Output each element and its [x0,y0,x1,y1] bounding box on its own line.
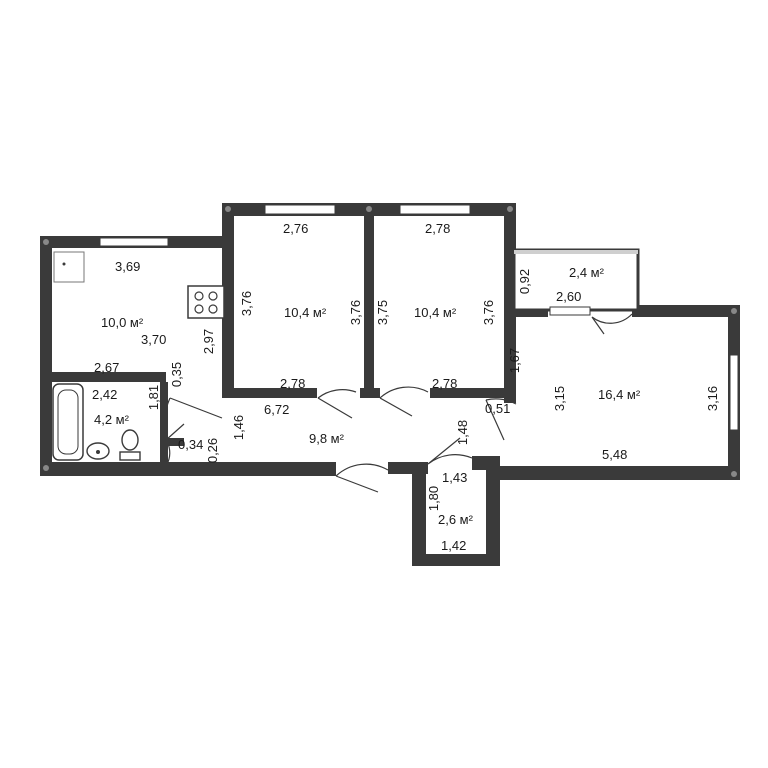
bed2-right-dim: 3,76 [481,299,497,326]
hall-left-dim: 1,46 [231,414,247,441]
balcony-left-dim: 0,92 [517,268,533,295]
storage-top-dim: 1,43 [442,470,468,485]
door-storage [427,437,473,465]
door-balcony [591,313,633,335]
balcony-bottom-dim: 2,60 [556,289,582,304]
kitchen-area: 10,0 м² [101,315,144,330]
marker-5 [43,465,49,471]
kitchen-bottom-dim: 2,67 [94,360,120,375]
wall-bed1-bottom [222,388,317,398]
wall-kitchen-bottom [40,372,166,382]
wall-storage-right [486,462,500,566]
wall-storage-left [412,462,426,566]
bathtub-body [52,383,84,461]
door-bathroom [165,423,185,463]
storage-area: 2,6 м² [438,512,473,527]
hall-area: 9,8 м² [309,431,344,446]
marker-6 [731,308,737,314]
wall-kitchen-left [40,236,52,476]
door-entrance [335,463,389,493]
bed1-area: 10,4 м² [284,305,327,320]
burner-4 [208,304,218,314]
bed2-bottom-dim: 2,78 [432,376,458,391]
doors [164,313,633,493]
burner-1 [194,291,204,301]
window-bed1 [264,204,336,215]
wall-living-left [504,305,516,403]
sink-body [53,251,85,283]
kitchen-right-dim: 2,97 [201,328,217,355]
marker-3 [507,206,513,212]
kitchen-depth-dim: 3,70 [141,332,167,347]
door-bed1 [317,389,357,419]
door-kitchen [164,397,223,441]
bed1-left-dim: 3,76 [239,290,255,317]
living-inner-dim: 3,15 [552,385,568,412]
bath-area: 4,2 м² [94,412,129,427]
wall-bedrooms-partition [364,203,374,398]
wall-bath-right [160,382,168,462]
storage-left-dim: 1,80 [426,485,442,512]
wall-hall-bottom-left [40,462,336,476]
kitchen-top-dim: 3,69 [115,259,141,274]
wall-bath-stub [160,438,184,446]
bed1-top-dim: 2,76 [283,221,309,236]
stove-body [187,285,225,319]
hall-b-dim: 0,26 [205,437,221,464]
hall-top-dim: 6,72 [264,402,290,417]
washbasin [86,442,110,460]
kitchen-sink [53,251,85,283]
wall-storage-bottom [412,554,500,566]
wall-bed1-left [222,203,234,398]
bed1-right-dim: 3,76 [348,299,364,326]
bed2-left-dim: 3,75 [375,299,391,326]
window-bed2 [399,204,471,215]
sink-drain [62,262,66,266]
hall-a-dim: 0,34 [178,437,204,452]
living-left-dim: 1,67 [507,347,523,374]
hall-right-dim: 1,48 [455,419,471,446]
window-kitchen [99,237,169,247]
balcony-rail [514,250,638,254]
living-bottom-dim: 5,48 [602,447,628,462]
burner-2 [208,291,218,301]
door-bed2 [379,386,429,417]
bath-side-dim: 1,81 [146,384,162,411]
stove [187,285,225,319]
wall-living-top-right [632,305,740,317]
bed2-top-dim: 2,78 [425,221,451,236]
wall-living-bottom [486,466,740,480]
toilet [119,429,141,461]
wall-storage-top-right [472,456,500,470]
marker-1 [225,206,231,212]
toilet-bowl [121,429,139,451]
bed2-area: 10,4 м² [414,305,457,320]
hall-c-dim: 0,51 [485,401,511,416]
living-right-dim: 3,16 [705,385,721,412]
toilet-tank [119,451,141,461]
door-living [485,398,517,441]
burner-3 [194,304,204,314]
kitchen-gap-dim: 0,35 [169,361,185,388]
windows [99,204,739,431]
living-area: 16,4 м² [598,387,641,402]
marker-4 [43,239,49,245]
window-living [729,354,739,431]
column-markers [43,206,737,477]
storage-bottom-dim: 1,42 [441,538,467,553]
bathtub-inner [57,389,79,455]
bath-top-dim: 2,42 [92,387,118,402]
marker-2 [366,206,372,212]
window-balcony-door [549,306,591,316]
bathtub [52,383,84,461]
balcony-outline [512,248,640,312]
wall-bed2-bottom-right [430,388,516,398]
bed1-bottom-dim: 2,78 [280,376,306,391]
washbasin-drain [96,450,100,454]
balcony-area: 2,4 м² [569,265,604,280]
marker-7 [731,471,737,477]
wall-bed1-bottom-mid [360,388,380,398]
